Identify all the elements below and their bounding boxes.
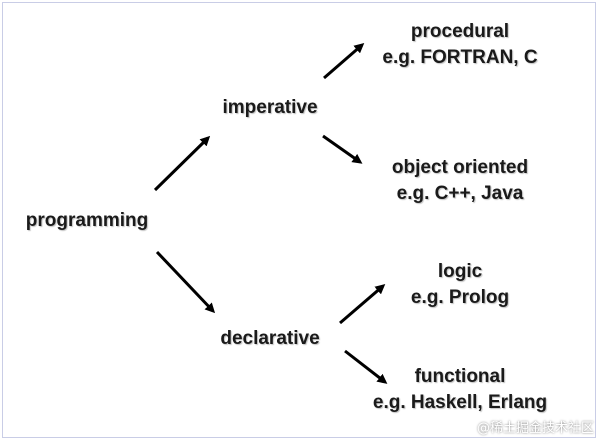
node-label: object oriented <box>391 157 529 178</box>
node-example: e.g. FORTRAN, C <box>382 47 538 68</box>
arrow-programming-to-imperative <box>153 135 211 192</box>
arrow-imperative-to-object-oriented <box>322 134 363 164</box>
watermark-text: @稀土掘金技术社区 <box>476 421 594 436</box>
node-programming: programming <box>12 208 162 234</box>
node-functional: functional e.g. Haskell, Erlang <box>360 364 560 416</box>
node-label: logic <box>437 261 483 282</box>
node-example: e.g. Prolog <box>410 287 510 308</box>
node-label: programming <box>25 210 149 231</box>
arrow-declarative-to-functional <box>344 349 388 384</box>
node-label: imperative <box>222 97 318 118</box>
node-label: functional <box>414 366 506 387</box>
node-label: declarative <box>220 328 320 349</box>
node-logic: logic e.g. Prolog <box>375 259 545 311</box>
arrow-declarative-to-logic <box>339 284 386 325</box>
arrow-programming-to-declarative <box>155 250 216 314</box>
node-example: e.g. Haskell, Erlang <box>372 392 548 413</box>
node-object-oriented: object oriented e.g. C++, Java <box>350 155 570 207</box>
node-example: e.g. C++, Java <box>396 183 524 204</box>
node-procedural: procedural e.g. FORTRAN, C <box>350 19 570 71</box>
node-label: procedural <box>410 21 510 42</box>
node-declarative: declarative <box>200 326 340 352</box>
node-imperative: imperative <box>200 95 340 121</box>
arrow-imperative-to-procedural <box>323 43 365 80</box>
diagram-frame <box>2 2 596 438</box>
